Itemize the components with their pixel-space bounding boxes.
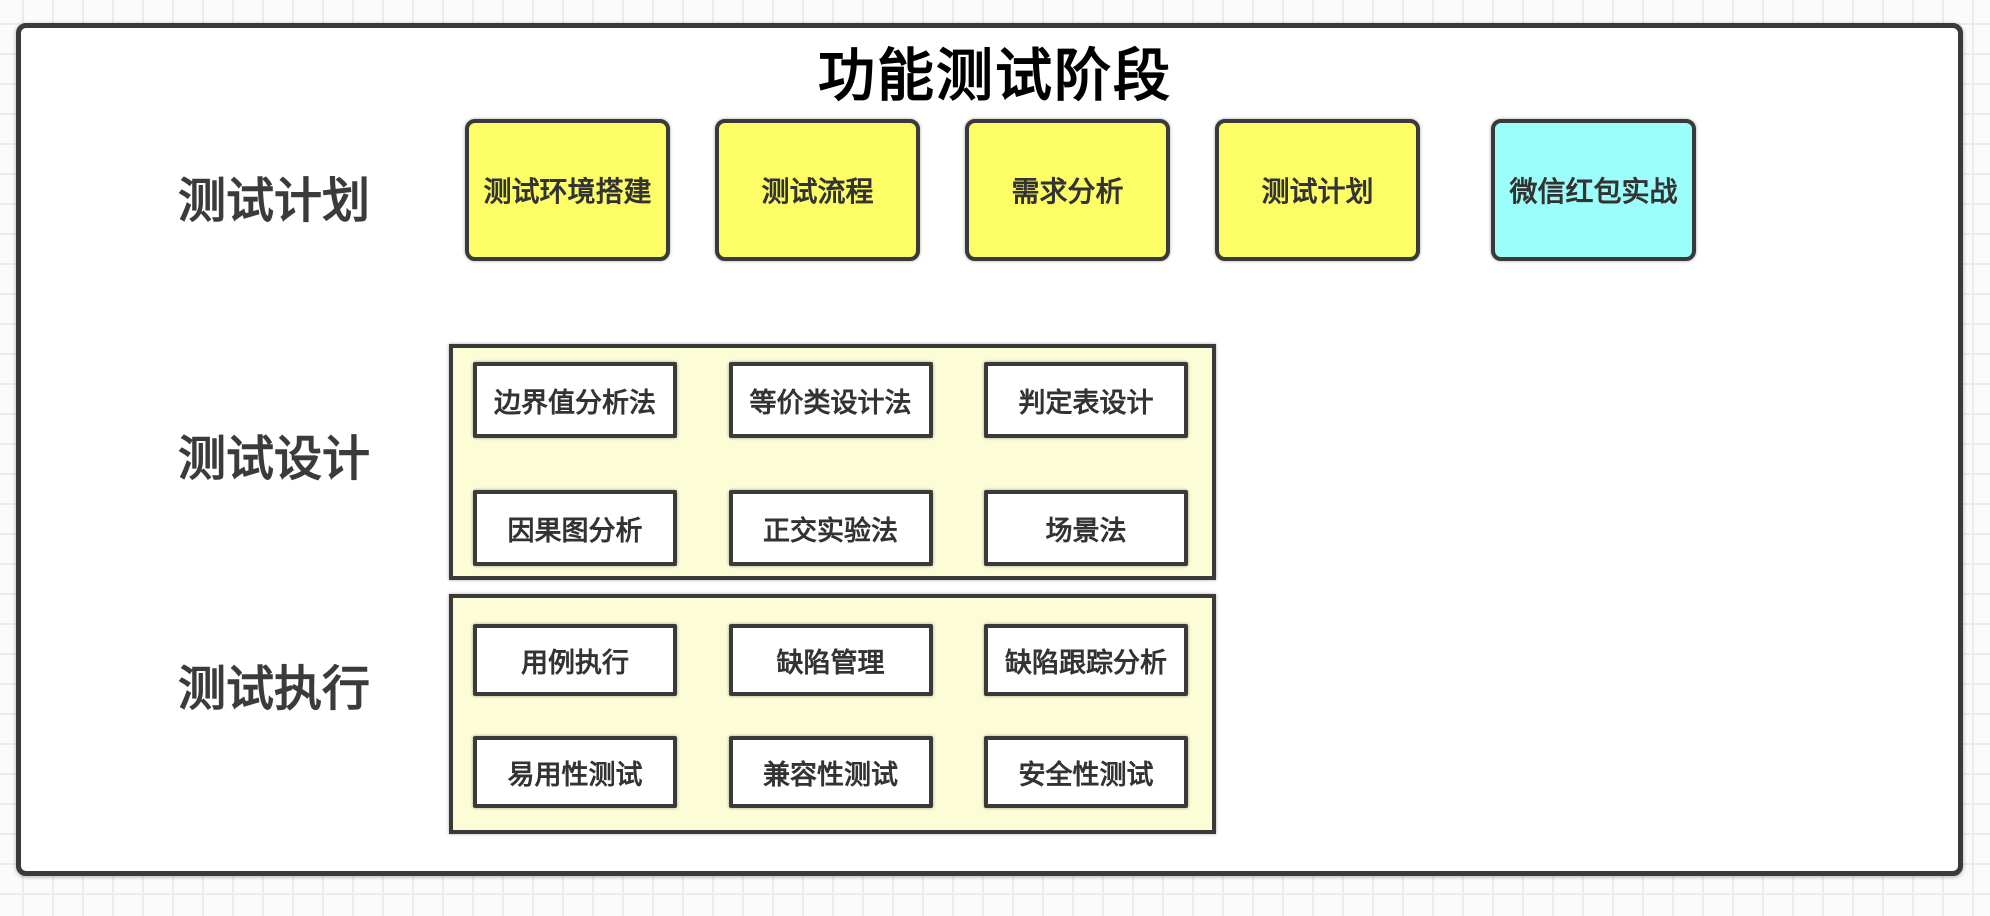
- execution-task-node[interactable]: 缺陷管理: [728, 624, 933, 696]
- design-method-node[interactable]: 边界值分析法: [473, 362, 677, 438]
- stage-label-test-plan: 测试计划: [178, 175, 371, 228]
- execution-task-node[interactable]: 兼容性测试: [728, 736, 933, 808]
- plan-node[interactable]: 微信红包实战: [1491, 119, 1696, 261]
- execution-task-node[interactable]: 安全性测试: [984, 736, 1188, 808]
- plan-node[interactable]: 测试环境搭建: [465, 119, 670, 261]
- plan-node[interactable]: 需求分析: [965, 119, 1170, 261]
- execution-task-node[interactable]: 用例执行: [473, 624, 677, 696]
- design-method-node[interactable]: 等价类设计法: [728, 362, 933, 438]
- plan-node[interactable]: 测试计划: [1215, 119, 1420, 261]
- stage-label-test-execution: 测试执行: [178, 663, 371, 716]
- diagram-title: 功能测试阶段: [818, 44, 1172, 108]
- execution-task-node[interactable]: 缺陷跟踪分析: [984, 624, 1188, 696]
- design-method-node[interactable]: 正交实验法: [728, 490, 933, 566]
- design-method-node[interactable]: 因果图分析: [473, 490, 677, 566]
- stage-label-test-design: 测试设计: [178, 433, 371, 486]
- design-method-group[interactable]: 边界值分析法等价类设计法判定表设计因果图分析正交实验法场景法: [449, 344, 1216, 580]
- plan-node[interactable]: 测试流程: [715, 119, 920, 261]
- execution-task-group[interactable]: 用例执行缺陷管理缺陷跟踪分析易用性测试兼容性测试安全性测试: [449, 594, 1216, 834]
- execution-task-node[interactable]: 易用性测试: [473, 736, 677, 808]
- plan-node-row: 测试环境搭建测试流程需求分析测试计划微信红包实战: [465, 119, 1696, 261]
- design-method-node[interactable]: 判定表设计: [984, 362, 1188, 438]
- design-method-node[interactable]: 场景法: [984, 490, 1188, 566]
